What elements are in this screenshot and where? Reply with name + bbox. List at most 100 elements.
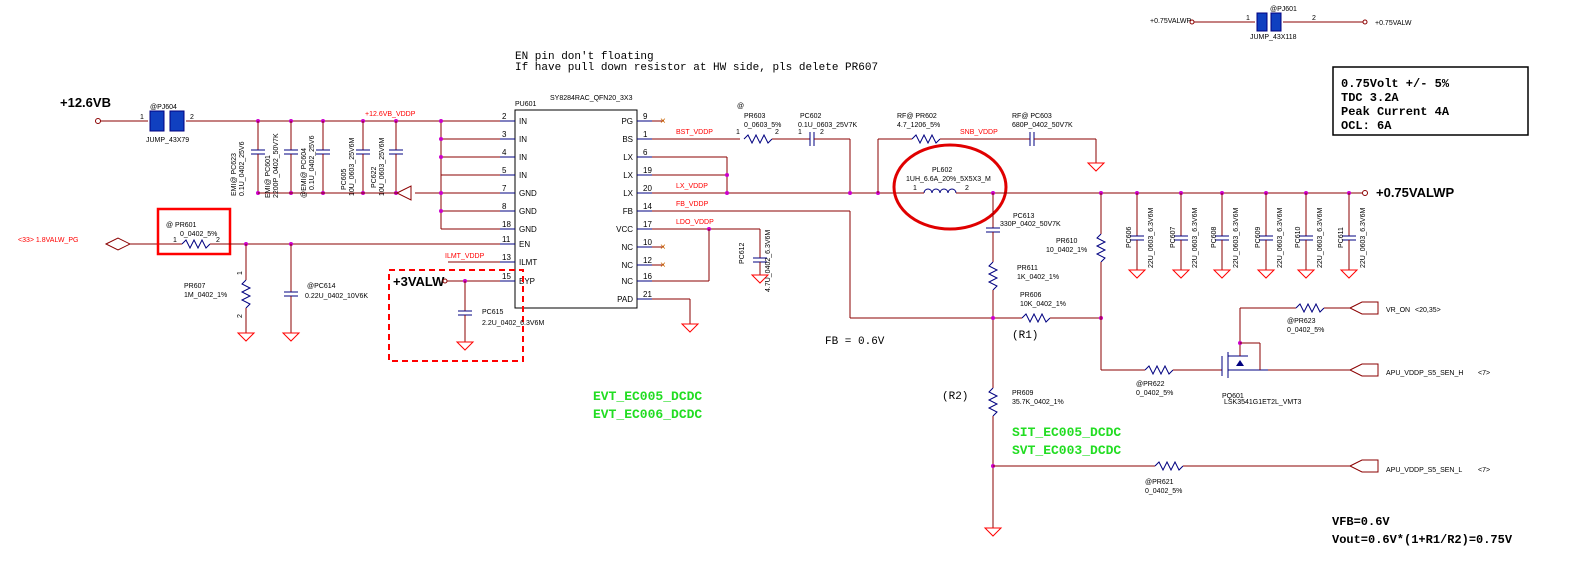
pq601-ref: PQ601 (1222, 393, 1244, 400)
svg-text:1: 1 (913, 185, 917, 192)
pc601-ref: EMI@ PC601 (265, 155, 272, 198)
out-cap-value: 22U_0603_6.3V6M (1192, 208, 1199, 268)
spec-line-4: OCL: 6A (1341, 119, 1392, 133)
svg-text:2: 2 (820, 129, 824, 136)
ic-right-pin-num: 9 (643, 112, 648, 121)
svg-text:1: 1 (1246, 15, 1250, 22)
resistor-pr621: @PR621 0_0402_5% (1145, 460, 1184, 495)
pc623-value: 0.1U_0402_25V6 (239, 141, 246, 196)
pr609-value: 35.7K_0402_1% (1012, 399, 1064, 406)
ic-left-pin-num: 8 (502, 202, 507, 211)
resistor-pr622: @PR622 0_0402_5% (1136, 364, 1173, 397)
ic-left-pin-num: 5 (502, 166, 507, 175)
ic-right-pin-name: NC (621, 277, 633, 286)
ic-right-pin-name: NC (621, 243, 633, 252)
build-note-1: EVT_EC005_DCDC (593, 389, 702, 404)
ic-left-pin-name: IN (519, 153, 527, 162)
pc601-value: 2200P_0402_50V7K (273, 133, 280, 198)
ic-right-pin-num: 20 (643, 184, 652, 193)
svg-text:1: 1 (237, 271, 244, 275)
build-note-3: SIT_EC005_DCDC (1012, 425, 1121, 440)
pj604-value: JUMP_43X79 (146, 137, 189, 144)
net-sen-l-ref: <7> (1478, 467, 1490, 474)
out-cap-ref: PC610 (1295, 226, 1302, 248)
label-fb-eq: FB = 0.6V (825, 336, 885, 348)
pr611-value: 1K_0402_1% (1017, 274, 1059, 281)
svg-text:2: 2 (1312, 15, 1316, 22)
capacitor-pc614: @PC614 0.22U_0402_10V6K (281, 244, 368, 342)
pc622-ref: PC622 (371, 166, 378, 188)
spec-box: 0.75Volt +/- 5% TDC 3.2A Peak Current 4A… (1332, 66, 1529, 136)
pc614-value: 0.22U_0402_10V6K (305, 293, 368, 300)
pl602-ref: PL602 (932, 167, 952, 174)
pc614-ref: @PC614 (307, 283, 336, 290)
ic-left-pin-name: IN (519, 171, 527, 180)
pr623-ref: @PR623 (1287, 318, 1316, 325)
ic-left-pin-name: BYP (519, 277, 535, 286)
pr621-ref: @PR621 (1145, 479, 1174, 486)
svg-text:2: 2 (216, 237, 220, 244)
pc602-value: 0.1U_0603_25V7K (798, 122, 857, 129)
pr610-ref: PR610 (1056, 238, 1078, 245)
pq601-value: LSK3541G1ET2L_VMT3 (1224, 399, 1302, 406)
ic-left-pin-name: IN (519, 135, 527, 144)
out-cap-ref: PC611 (1338, 227, 1345, 248)
pr603-ref: PR603 (744, 113, 766, 120)
rail-label-jumper-right: +0.75VALW (1375, 20, 1412, 27)
ic-left-pin-name: IN (519, 117, 527, 126)
pr603-value: 0_0603_5% (744, 122, 781, 129)
pr610-value: 10_0402_1% (1046, 247, 1087, 254)
pr602-ref: RF@ PR602 (897, 113, 937, 120)
resistor-pr607: PR607 1M_0402_1% 1 2 (184, 244, 256, 342)
rail-label-3valw: +3VALW (393, 274, 445, 289)
net-lx: LX_VDDP (676, 183, 708, 190)
ic-right-pin-num: 1 (643, 130, 648, 139)
rail-label-0v75: +0.75VALWP (1376, 185, 1454, 200)
ic-right-pin-name: PAD (617, 295, 633, 304)
mosfet-pq601: PQ601 LSK3541G1ET2L_VMT3 (1221, 340, 1302, 406)
ic-left-pin-num: 18 (502, 220, 511, 229)
out-cap-ref: PC609 (1255, 226, 1262, 248)
ic-right-pin-name: FB (623, 207, 633, 216)
svg-text:×: × (660, 116, 666, 127)
net-bst: BST_VDDP (676, 129, 713, 136)
ic-left-pin-name: ILMT (519, 258, 537, 267)
pc605-value: 10U_0603_25V6M (349, 137, 356, 196)
resistor-pr603: @ PR603 0_0603_5% 1 2 (736, 103, 781, 145)
ic-left-pin-name: EN (519, 240, 530, 249)
pj601-value: JUMP_43X118 (1250, 34, 1297, 41)
out-cap-value: 22U_0603_6.3V6M (1148, 208, 1155, 268)
pr609-ref: PR609 (1012, 390, 1034, 397)
pc615-value: 2.2U_0402_6.3V6M (482, 320, 544, 327)
pc613-value: 330P_0402_50V7K (1000, 221, 1061, 228)
pc603-value: 680P_0402_50V7K (1012, 122, 1073, 129)
svg-text:2: 2 (237, 314, 244, 318)
out-cap-ref: PC608 (1211, 226, 1218, 248)
out-cap-value: 22U_0603_6.3V6M (1360, 208, 1367, 268)
pc612-value: 4.7U_0402_6.3V6M (765, 230, 772, 292)
pr601-value: 0_0402_5% (180, 231, 217, 238)
resistor-pr610: PR610 10_0402_1% (1046, 193, 1107, 263)
ic-left-pin-name: GND (519, 207, 537, 216)
pr607-value: 1M_0402_1% (184, 292, 227, 299)
output-capacitor: PC611 22U_0603_6.3V6M (1338, 191, 1367, 279)
pr602-value: 4.7_1206_5% (897, 122, 940, 129)
net-ilmt: ILMT_VDDP (445, 253, 485, 260)
pc604-value: 0.1U_0402_25V6 (309, 135, 316, 190)
label-r2: (R2) (942, 391, 968, 403)
ic-left-pin-name: GND (519, 189, 537, 198)
ic-right-pin-num: 12 (643, 256, 652, 265)
ic-right-pin-num: 19 (643, 166, 652, 175)
capacitor-pc602: PC602 0.1U_0603_25V7K 1 2 (798, 113, 857, 146)
ic-left-pin-num: 2 (502, 112, 507, 121)
jumper-pj601: +0.75VALWP +0.75VALW 1 2 @PJ601 JUMP_43X… (1150, 6, 1412, 41)
ic-left-pin-num: 15 (502, 272, 511, 281)
net-vr-on: VR_ON (1386, 307, 1410, 314)
pc605-ref: PC605 (341, 168, 348, 190)
ic-right-pin-name: PG (621, 117, 633, 126)
